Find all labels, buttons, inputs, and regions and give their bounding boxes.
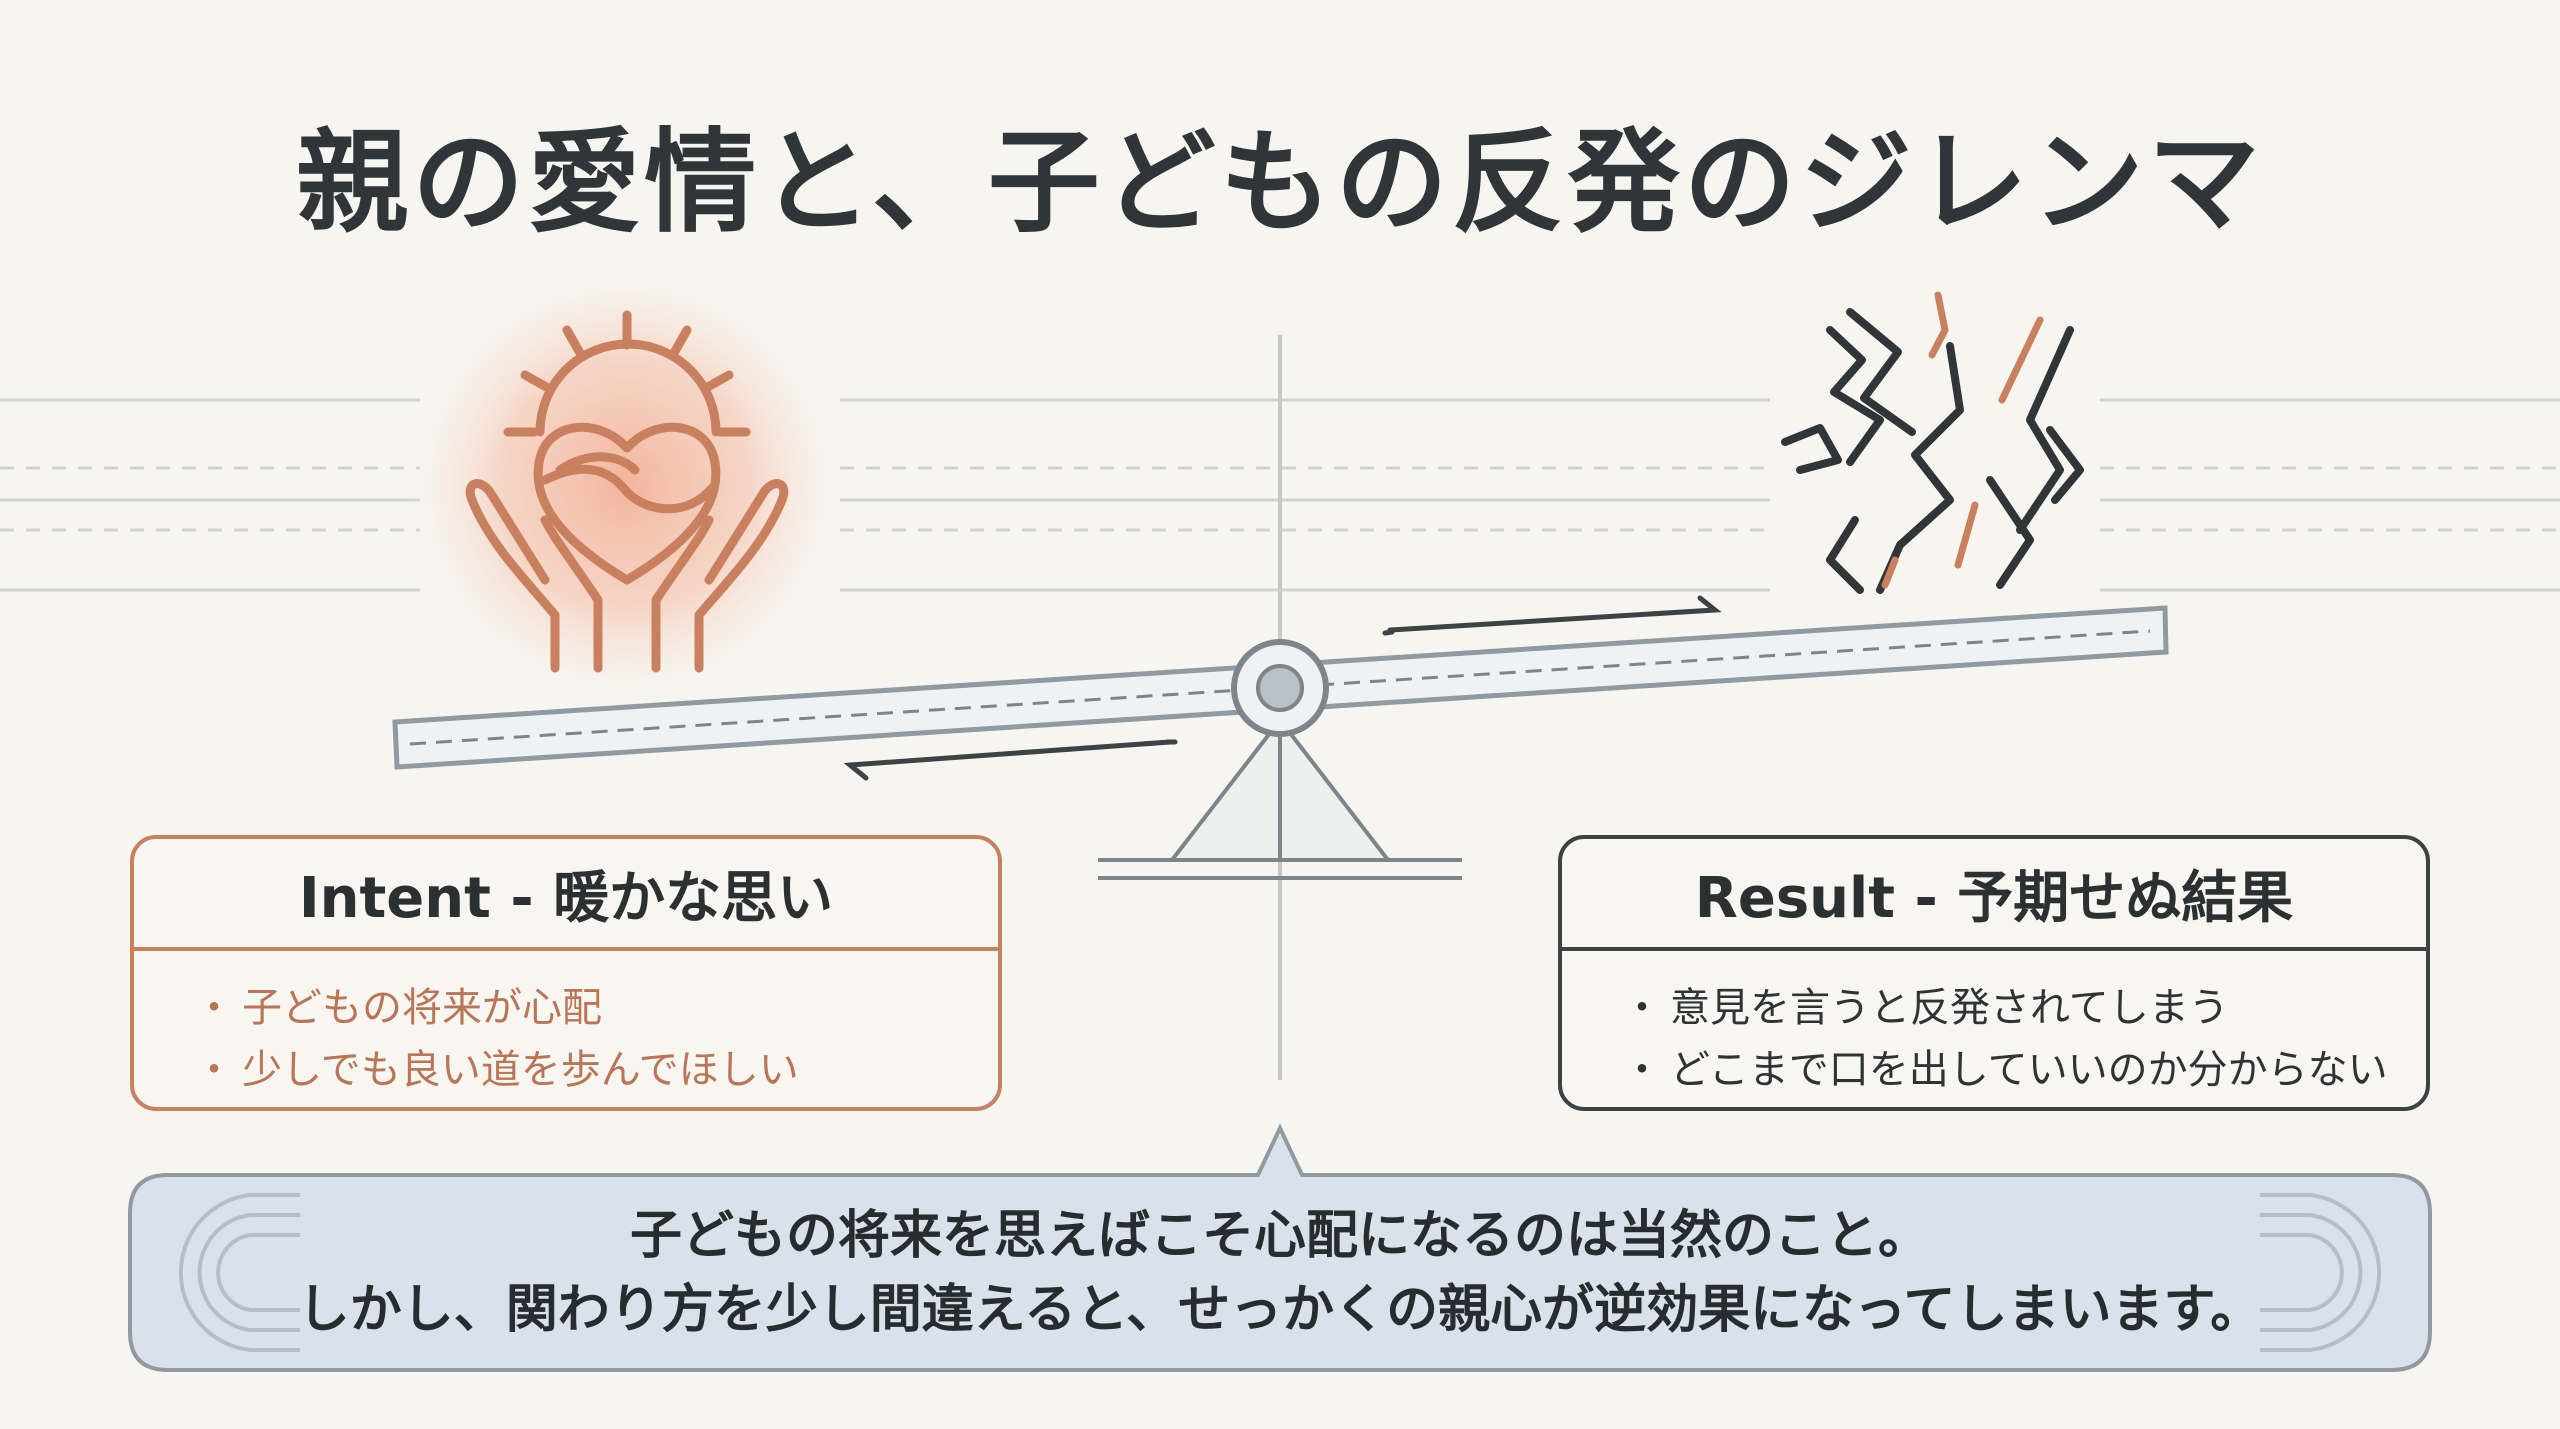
tilt-arrows: [843, 595, 1722, 781]
intent-card: Intent - 暖かな思い 子どもの将来が心配 少しでも良い道を歩んでほしい: [130, 835, 1002, 1111]
cracked-broken-icon: [1781, 291, 2084, 594]
seesaw-fulcrum: [1098, 716, 1462, 880]
summary-line-2: しかし、関わり方を少し間違えると、せっかくの親心が逆効果になってしまいます。: [297, 1279, 2263, 1340]
result-point: 意見を言うと反発されてしまう: [1622, 977, 2426, 1039]
result-heading: Result - 予期せぬ結果: [1562, 839, 2426, 951]
heart-in-hands-sun-icon: [465, 310, 789, 673]
page-title: 親の愛情と、子どもの反発のジレンマ: [296, 118, 2264, 248]
result-point: どこまで口を出していいのか分からない: [1622, 1039, 2426, 1101]
intent-heading: Intent - 暖かな思い: [134, 839, 998, 951]
result-card: Result - 予期せぬ結果 意見を言うと反発されてしまう どこまで口を出して…: [1558, 835, 2430, 1111]
intent-point: 少しでも良い道を歩んでほしい: [194, 1039, 998, 1101]
seesaw-beam: [392, 605, 2169, 770]
intent-point: 子どもの将来が心配: [194, 977, 998, 1039]
summary-message: 子どもの将来を思えばこそ心配になるのは当然のこと。 しかし、関わり方を少し間違え…: [130, 1175, 2430, 1370]
summary-line-1: 子どもの将来を思えばこそ心配になるのは当然のこと。: [629, 1205, 1930, 1266]
background-lines: [0, 398, 2560, 592]
message-box: [128, 1123, 2432, 1372]
